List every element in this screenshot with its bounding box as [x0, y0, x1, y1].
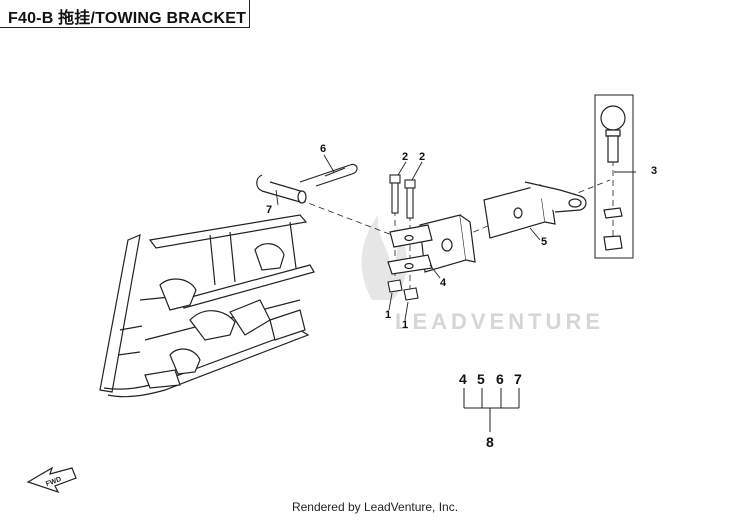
legend-5: 5 — [477, 371, 485, 387]
callout-2a: 2 — [402, 151, 408, 163]
callouts: 6 7 2 2 3 4 5 1 1 — [266, 143, 657, 331]
tow-ball-kit — [594, 94, 634, 259]
callout-2b: 2 — [419, 151, 425, 163]
hitch-pin — [256, 174, 307, 204]
legend-4: 4 — [459, 371, 467, 387]
hair-pin-clip — [299, 163, 358, 187]
callout-5: 5 — [541, 236, 547, 248]
forward-arrow: FWD — [26, 466, 77, 494]
bolts — [389, 174, 416, 219]
title-box: F40-B 拖挂/TOWING BRACKET — [0, 0, 250, 28]
watermark: LEADVENTURE — [361, 215, 604, 334]
kit-legend: 4 5 6 7 8 — [459, 371, 522, 450]
drawbar — [483, 181, 587, 239]
legend-6: 6 — [496, 371, 504, 387]
callout-1a: 1 — [385, 309, 391, 321]
callout-1b: 1 — [402, 319, 408, 331]
flange-nuts — [387, 279, 419, 301]
callout-6: 6 — [320, 143, 326, 155]
callout-3: 3 — [651, 165, 657, 177]
callout-4: 4 — [440, 277, 447, 289]
callout-7: 7 — [266, 204, 272, 216]
vehicle-frame — [99, 214, 315, 398]
leader-lines — [275, 154, 636, 321]
legend-8: 8 — [486, 434, 494, 450]
legend-7: 7 — [514, 371, 522, 387]
watermark-text: LEADVENTURE — [395, 309, 604, 334]
footer-credit: Rendered by LeadVenture, Inc. — [291, 500, 459, 514]
receiver-bracket — [387, 214, 476, 275]
page-title: F40-B 拖挂/TOWING BRACKET — [8, 10, 247, 27]
